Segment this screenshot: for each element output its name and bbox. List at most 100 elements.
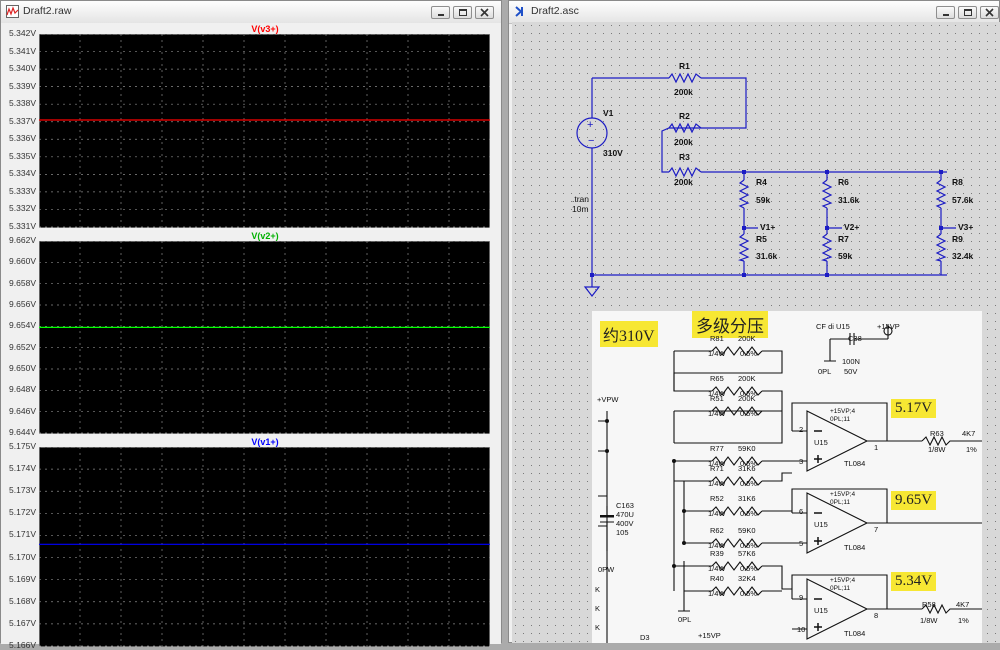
resistor-row-power: 1/4W	[708, 564, 726, 573]
waveform-titlebar[interactable]: Draft2.raw	[1, 1, 501, 24]
r3-value[interactable]: 200k	[674, 177, 693, 187]
r1-value[interactable]: 200k	[674, 87, 693, 97]
svg-text:−: −	[588, 135, 594, 147]
y-tick-label: 9.652V	[9, 341, 36, 352]
plot-canvas-v1[interactable]	[39, 447, 490, 647]
opamp2-pin-top: 6	[799, 507, 804, 516]
bottom-0pl: 0PL	[678, 615, 692, 624]
voltage-source-v1[interactable]: + −	[576, 117, 608, 149]
resistor-r8-symbol[interactable]	[935, 179, 947, 209]
window-title: Draft2.asc	[531, 5, 579, 17]
close-button[interactable]	[475, 6, 494, 19]
opamp1-pin-bot: 3	[799, 457, 804, 466]
r4-value[interactable]: 59k	[756, 195, 771, 205]
restore-button[interactable]	[453, 6, 472, 19]
v1-name[interactable]: V1	[603, 108, 614, 118]
plot-canvas-v3[interactable]	[39, 34, 490, 228]
r6-name[interactable]: R6	[838, 177, 849, 187]
r7-value[interactable]: 59k	[838, 251, 853, 261]
r5-name[interactable]: R5	[756, 234, 767, 244]
minimize-button[interactable]	[431, 6, 450, 19]
tran-directive[interactable]: .tran 10m	[572, 194, 590, 214]
schematic-titlebar[interactable]: Draft2.asc	[509, 1, 999, 24]
resistor-r7-symbol[interactable]	[820, 233, 833, 262]
net-label-v3[interactable]: V3+	[958, 222, 974, 232]
r8-value[interactable]: 57.6k	[952, 195, 974, 205]
y-tick-label: 5.333V	[9, 185, 36, 196]
svg-text:+: +	[587, 119, 593, 131]
y-tick-label: 5.172V	[9, 507, 36, 518]
r63-pw: 1/8W	[928, 445, 946, 454]
y-tick-label: 9.654V	[9, 320, 36, 331]
resistor-row-tolerance: 0.5%	[740, 349, 758, 358]
y-tick-label: 5.171V	[9, 529, 36, 540]
y-tick-label: 5.335V	[9, 150, 36, 161]
r1-name[interactable]: R1	[679, 61, 690, 71]
r2-value[interactable]: 200k	[674, 137, 693, 147]
r9-value[interactable]: 32.4k	[952, 251, 974, 261]
r7-name[interactable]: R7	[838, 234, 849, 244]
y-tick-label: 5.338V	[9, 98, 36, 109]
close-icon	[985, 8, 994, 17]
plot-canvas-v2[interactable]	[39, 241, 490, 434]
c38-val1: 100N	[842, 357, 860, 366]
resistor-row-tolerance: 0.5%	[740, 509, 758, 518]
net-label-v1[interactable]: V1+	[760, 222, 776, 232]
resistor-row-tolerance: 0.5%	[740, 564, 758, 573]
r63-name: R63	[930, 429, 944, 438]
k-label-3: K	[595, 623, 601, 632]
r3-name[interactable]: R3	[679, 152, 690, 162]
minimize-button[interactable]	[936, 6, 955, 19]
resistor-r9-symbol[interactable]	[934, 233, 947, 262]
r4-name[interactable]: R4	[756, 177, 767, 187]
y-tick-label: 5.170V	[9, 551, 36, 562]
r2-name[interactable]: R2	[679, 111, 690, 121]
resistor-r1-symbol[interactable]	[668, 72, 702, 84]
r8-name[interactable]: R8	[952, 177, 963, 187]
y-tick-label: 5.332V	[9, 203, 36, 214]
r9-name[interactable]: R9	[952, 234, 963, 244]
r5-value[interactable]: 31.6k	[756, 251, 778, 261]
resistor-row-tolerance: 0.5%	[740, 479, 758, 488]
annotation-out1: 5.17V	[891, 399, 937, 418]
opamp3-pin-out: 8	[874, 611, 879, 620]
resistor-row-name: R62	[710, 526, 724, 535]
opl-label: 0PL	[818, 367, 832, 376]
opamp3-supply1: +15VP;4	[830, 577, 856, 584]
resistor-row-power: 1/4W	[708, 479, 726, 488]
opamp2-pin-bot: 5	[799, 539, 804, 548]
trace-label-v3[interactable]: V(v3+)	[251, 24, 279, 34]
resistor-r5-symbol[interactable]	[737, 233, 750, 262]
resistor-row-power: 1/4W	[708, 409, 726, 418]
resistor-row-value: 31K6	[738, 494, 756, 503]
y-tick-label: 9.662V	[9, 235, 36, 245]
resistor-row-tolerance: 0.5%	[740, 409, 758, 418]
resistor-r4-symbol[interactable]	[738, 179, 750, 209]
restore-button[interactable]	[958, 6, 977, 19]
resistor-r3-symbol[interactable]	[668, 166, 702, 178]
resistor-r6-symbol[interactable]	[821, 179, 833, 209]
trace-label-v1[interactable]: V(v1+)	[251, 437, 279, 447]
resistor-row-value: 31K6	[738, 464, 756, 473]
c38-label: C38	[848, 334, 862, 343]
close-button[interactable]	[980, 6, 999, 19]
net-label-v2[interactable]: V2+	[844, 222, 860, 232]
k-label-1: K	[595, 585, 601, 594]
trace-label-v2[interactable]: V(v2+)	[251, 231, 279, 241]
r6-value[interactable]: 31.6k	[838, 195, 860, 205]
v1-value[interactable]: 310V	[603, 148, 623, 158]
restore-icon	[964, 9, 972, 16]
y-tick-label: 5.334V	[9, 168, 36, 179]
r58-val: 4K7	[956, 600, 970, 609]
d3-label: D3	[640, 633, 650, 642]
waveform-app-icon	[6, 5, 19, 18]
resistor-row-power: 1/4W	[708, 349, 726, 358]
resistor-row-value: 200K	[738, 394, 756, 403]
y-tick-label: 5.342V	[9, 28, 36, 38]
resistor-r2-symbol[interactable]	[668, 122, 702, 134]
r58-pw: 1/8W	[920, 616, 938, 625]
